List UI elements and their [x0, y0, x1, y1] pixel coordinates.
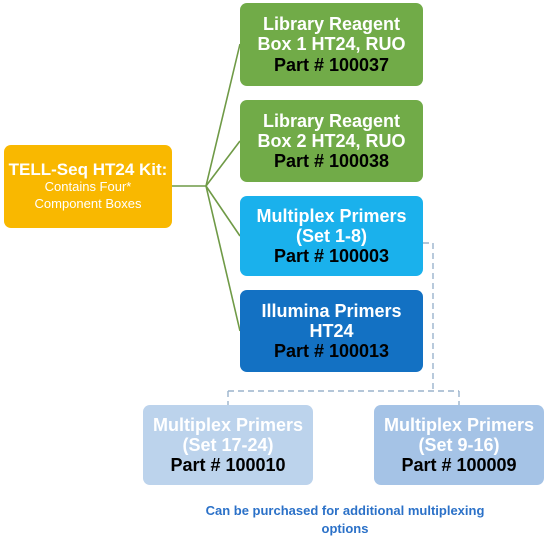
component-box-library-reagent-2: Library Reagent Box 2 HT24, RUO Part # 1…	[240, 100, 423, 182]
branch-line-reagent-box-2	[205, 140, 241, 187]
optional-dashed-lines	[227, 242, 460, 405]
optional-name-line-2: (Set 17-24)	[182, 434, 274, 455]
component-part-number: Part # 100038	[273, 151, 390, 172]
component-box-library-reagent-1: Library Reagent Box 1 HT24, RUO Part # 1…	[240, 3, 423, 86]
kit-title: TELL-Seq HT24 Kit:	[8, 160, 168, 180]
component-name-line-1: Library Reagent	[262, 110, 401, 131]
optional-purchase-note: Can be purchased for additional multiple…	[160, 502, 530, 537]
component-name-line-2: HT24	[309, 320, 354, 341]
dashed-line-from-multiplex-set-1-8	[423, 242, 434, 391]
note-line-2: options	[321, 520, 369, 536]
optional-name-line-2: (Set 9-16)	[418, 434, 500, 455]
optional-box-multiplex-primers-set-9-16: Multiplex Primers (Set 9-16) Part # 1000…	[374, 405, 544, 485]
component-part-number: Part # 100013	[273, 341, 390, 362]
optional-name-line-1: Multiplex Primers	[383, 414, 535, 435]
note-line-1: Can be purchased for additional multiple…	[205, 503, 485, 518]
optional-part-number: Part # 100010	[170, 455, 286, 476]
kit-box-tell-seq-ht24: TELL-Seq HT24 Kit: Contains Four* Compon…	[4, 145, 172, 228]
component-name-line-2: (Set 1-8)	[295, 225, 367, 246]
component-name-line-1: Illumina Primers	[261, 300, 402, 321]
component-part-number: Part # 100037	[273, 54, 390, 75]
component-name-line-2: Box 1 HT24, RUO	[257, 34, 406, 55]
branch-line-illumina-primers	[205, 185, 241, 332]
component-name-line-1: Library Reagent	[262, 14, 401, 35]
optional-box-multiplex-primers-set-17-24: Multiplex Primers (Set 17-24) Part # 100…	[143, 405, 313, 485]
kit-subtitle-line-2: Component Boxes	[34, 196, 142, 212]
kit-subtitle-line-1: Contains Four*	[44, 179, 132, 195]
kit-branch-lines	[172, 43, 241, 332]
optional-name-line-1: Multiplex Primers	[152, 414, 304, 435]
branch-line-multiplex-set-1-8	[205, 185, 241, 237]
component-part-number: Part # 100003	[273, 246, 390, 267]
component-box-illumina-primers: Illumina Primers HT24 Part # 100013	[240, 290, 423, 372]
optional-part-number: Part # 100009	[401, 455, 517, 476]
component-name-line-1: Multiplex Primers	[256, 205, 407, 226]
branch-line-reagent-box-1	[172, 43, 241, 187]
component-box-multiplex-primers-set-1-8: Multiplex Primers (Set 1-8) Part # 10000…	[240, 196, 423, 276]
component-name-line-2: Box 2 HT24, RUO	[257, 130, 406, 151]
